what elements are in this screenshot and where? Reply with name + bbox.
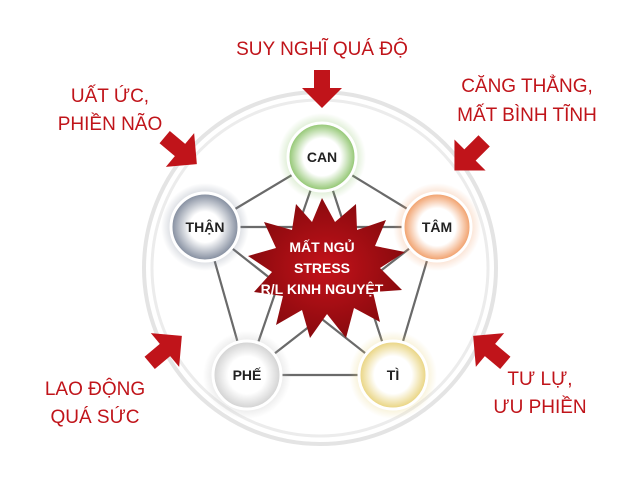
node-than: THẬN bbox=[161, 183, 249, 271]
center-line-3: R/L KINH NGUYỆT bbox=[261, 280, 384, 297]
label-top-left-1: UẤT ỨC, bbox=[71, 85, 149, 107]
node-can-label: CAN bbox=[307, 149, 337, 165]
label-bottom-left-1: LAO ĐỘNG bbox=[45, 378, 145, 400]
node-tam: TÂM bbox=[393, 183, 481, 271]
node-can: CAN bbox=[278, 113, 366, 201]
node-phe: PHẾ bbox=[203, 331, 291, 419]
label-top-left-2: PHIỀN NÃO bbox=[58, 113, 163, 135]
node-ti: TÌ bbox=[349, 331, 437, 419]
arrow-down-icon bbox=[302, 70, 342, 108]
label-bottom-right-1: TƯ LỰ, bbox=[507, 369, 572, 390]
node-phe-label: PHẾ bbox=[233, 367, 262, 383]
label-bottom-left-2: QUÁ SỨC bbox=[50, 406, 139, 428]
label-top: SUY NGHĨ QUÁ ĐỘ bbox=[236, 38, 408, 60]
label-bottom-right-2: ƯU PHIỀN bbox=[493, 396, 586, 418]
arrow-top-left-icon bbox=[159, 131, 197, 167]
arrow-bottom-left-icon bbox=[144, 333, 182, 369]
arrow-bottom-right-icon bbox=[473, 333, 511, 369]
node-tam-label: TÂM bbox=[422, 218, 452, 235]
label-top-right-2: MẤT BÌNH TĨNH bbox=[457, 104, 597, 126]
center-line-1: MẤT NGỦ bbox=[289, 238, 354, 255]
node-than-label: THẬN bbox=[186, 218, 225, 235]
center-starburst bbox=[248, 198, 405, 338]
label-top-right-1: CĂNG THẲNG, bbox=[461, 75, 593, 97]
node-ti-label: TÌ bbox=[387, 367, 400, 383]
center-line-2: STRESS bbox=[294, 260, 350, 276]
arrow-top-right-icon bbox=[454, 135, 490, 171]
